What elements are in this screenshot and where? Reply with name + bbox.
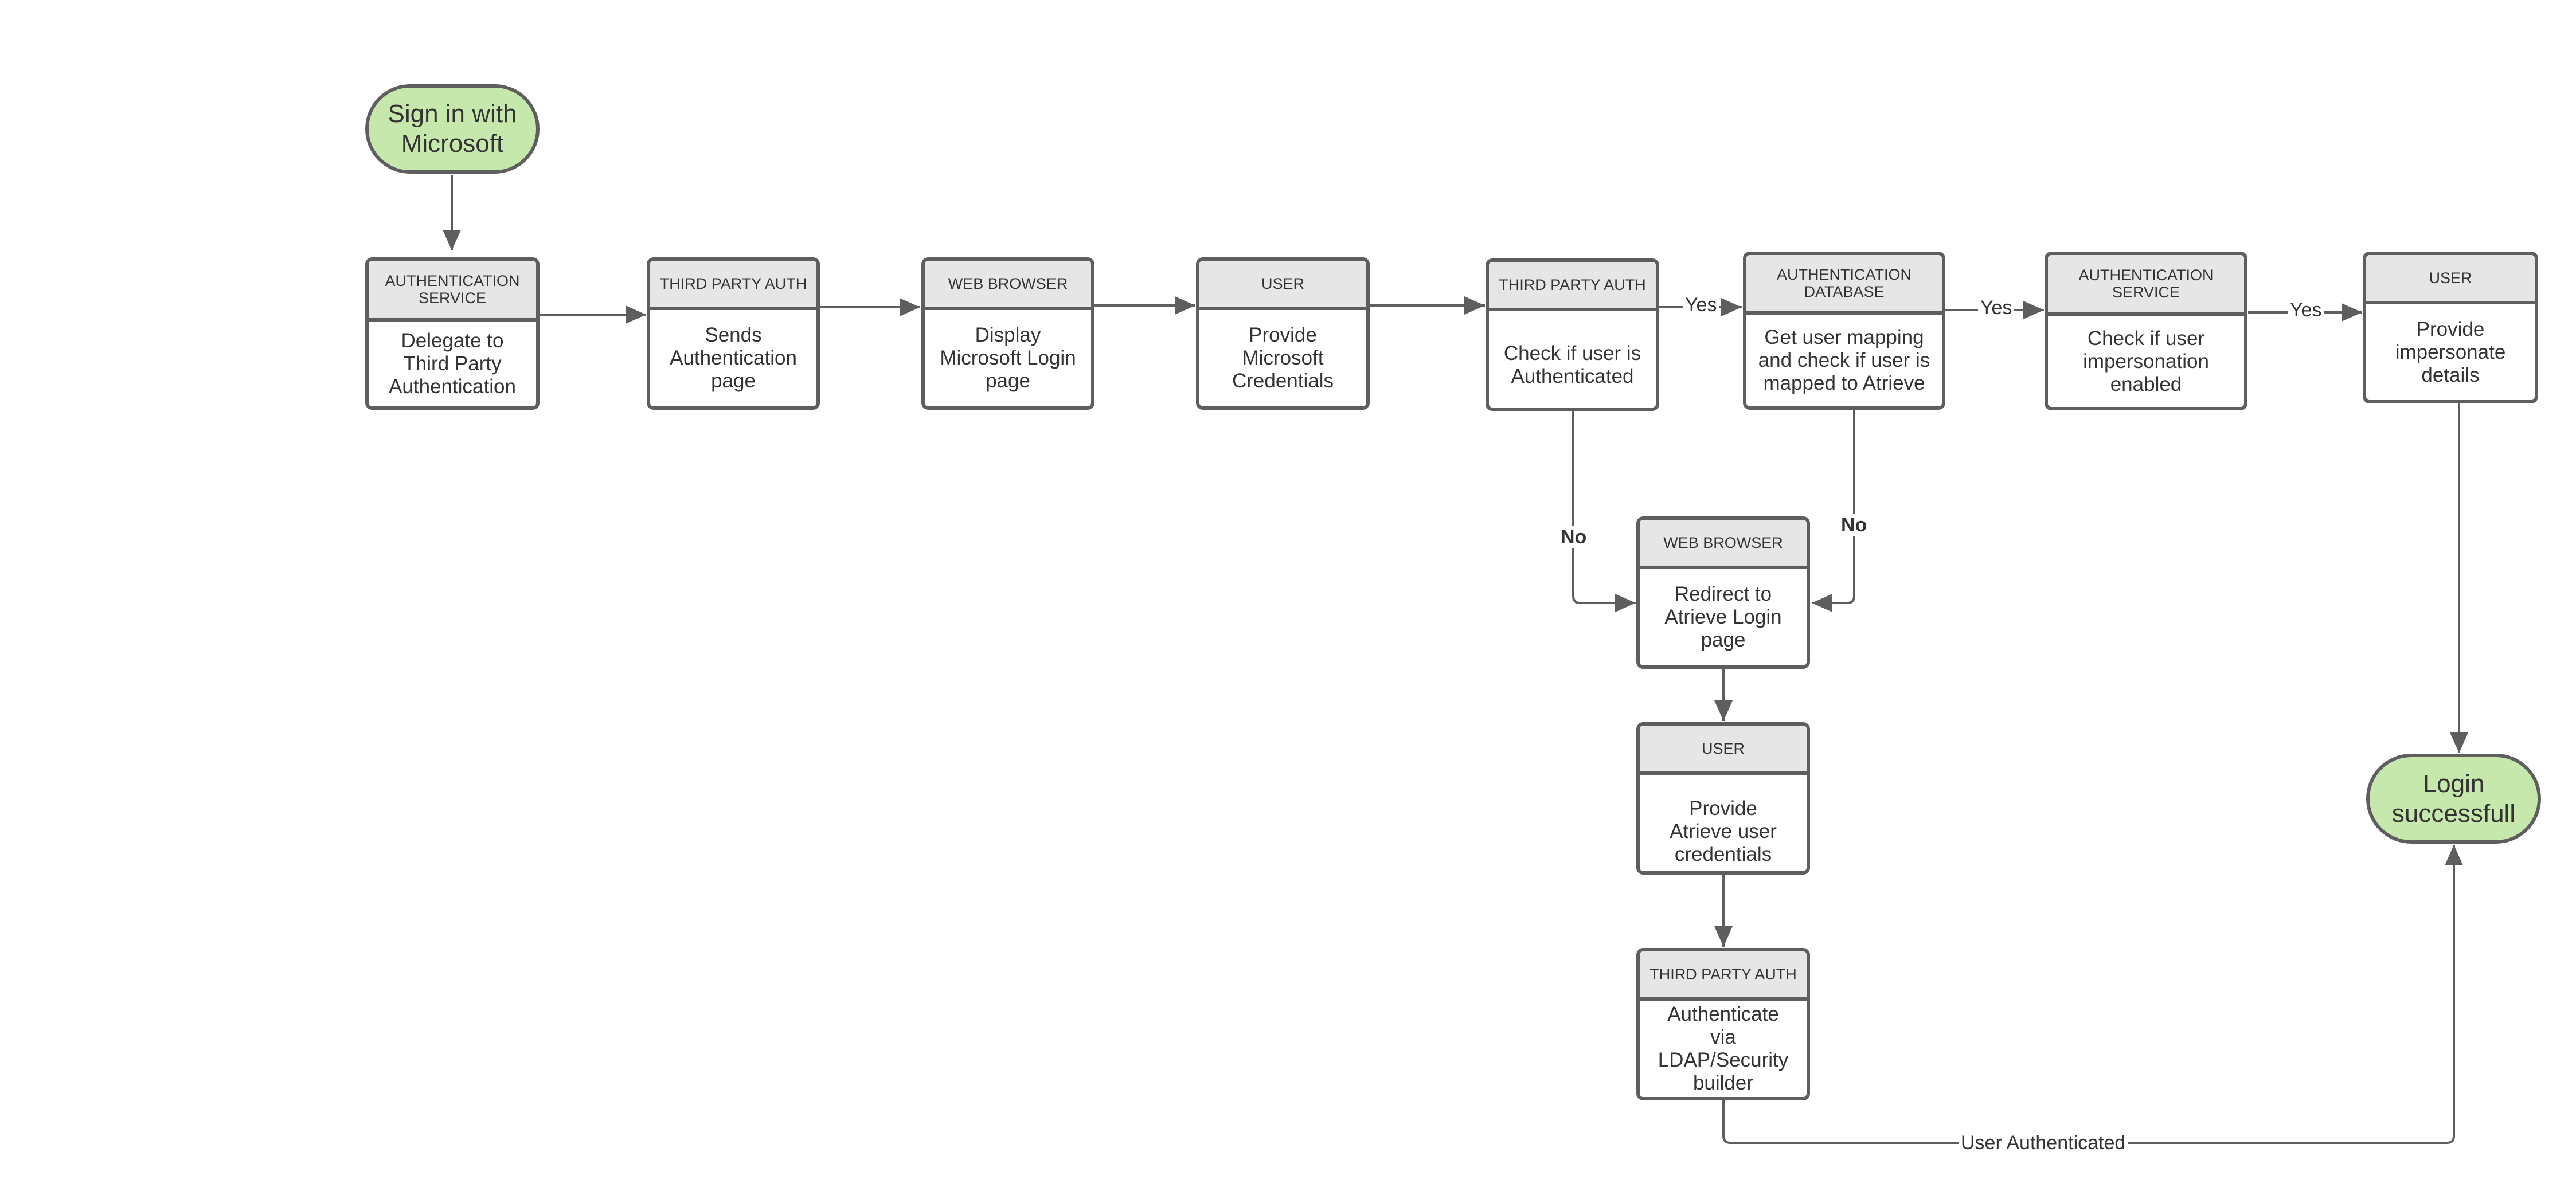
edge-label-user-authenticated: User Authenticated bbox=[1959, 1132, 2128, 1154]
node-redirect-atrieve-lane: WEB BROWSER bbox=[1640, 520, 1807, 569]
node-display-login-text: Display Microsoft Login page bbox=[940, 324, 1076, 392]
node-display-login: WEB BROWSER Display Microsoft Login page bbox=[921, 257, 1094, 410]
node-provide-atrieve-creds-lane: USER bbox=[1640, 726, 1807, 775]
node-provide-ms-creds-text: Provide Microsoft Credentials bbox=[1232, 324, 1334, 392]
node-redirect-atrieve: WEB BROWSER Redirect to Atrieve Login pa… bbox=[1636, 516, 1810, 669]
node-delegate: AUTHENTICATION SERVICE Delegate to Third… bbox=[365, 257, 540, 410]
node-provide-ms-creds: USER Provide Microsoft Credentials bbox=[1196, 257, 1370, 410]
node-check-authenticated: THIRD PARTY AUTH Check if user is Authen… bbox=[1486, 258, 1659, 411]
node-provide-impersonate: USER Provide impersonate details bbox=[2363, 252, 2538, 403]
edge-label-no-2: No bbox=[1839, 514, 1870, 536]
node-authenticate-ldap: THIRD PARTY AUTH Authenticate via LDAP/S… bbox=[1636, 948, 1810, 1100]
edge-label-yes-3: Yes bbox=[2288, 299, 2324, 321]
start-node-text: Sign in with Microsoft bbox=[388, 100, 517, 158]
node-get-user-mapping-lane: AUTHENTICATION DATABASE bbox=[1746, 255, 1942, 315]
node-authenticate-ldap-lane: THIRD PARTY AUTH bbox=[1640, 951, 1807, 1001]
edge-authenticate-ldap-to-login-success bbox=[1722, 845, 2463, 1144]
node-delegate-lane: AUTHENTICATION SERVICE bbox=[369, 261, 536, 322]
edge-label-no-1: No bbox=[1558, 526, 1589, 548]
edge-get-user-mapping-to-redirect-atrieve bbox=[1812, 410, 1855, 612]
node-display-login-lane: WEB BROWSER bbox=[925, 261, 1091, 310]
login-success-node-text: Login successfull bbox=[2391, 769, 2516, 828]
node-provide-ms-creds-lane: USER bbox=[1199, 261, 1366, 310]
node-check-authenticated-lane: THIRD PARTY AUTH bbox=[1489, 262, 1656, 311]
node-provide-atrieve-creds-text: Provide Atrieve user credentials bbox=[1670, 797, 1777, 865]
edge-check-authenticated-to-redirect-atrieve bbox=[1572, 411, 1636, 612]
node-check-impersonation: AUTHENTICATION SERVICE Check if user imp… bbox=[2045, 252, 2247, 410]
edge-label-yes-1: Yes bbox=[1683, 294, 1719, 316]
node-sends-auth-page: THIRD PARTY AUTH Sends Authentication pa… bbox=[647, 257, 820, 410]
node-get-user-mapping-text: Get user mapping and check if user is ma… bbox=[1758, 326, 1930, 394]
node-check-impersonation-lane: AUTHENTICATION SERVICE bbox=[2048, 255, 2244, 316]
node-authenticate-ldap-text: Authenticate via LDAP/Security builder bbox=[1658, 1003, 1789, 1094]
node-check-authenticated-text: Check if user is Authenticated bbox=[1503, 342, 1641, 387]
node-get-user-mapping: AUTHENTICATION DATABASE Get user mapping… bbox=[1743, 252, 1945, 410]
start-node: Sign in with Microsoft bbox=[365, 84, 540, 174]
node-delegate-text: Delegate to Third Party Authentication bbox=[389, 330, 516, 398]
edge-label-yes-2: Yes bbox=[1978, 297, 2015, 319]
node-sends-auth-page-lane: THIRD PARTY AUTH bbox=[650, 261, 816, 310]
login-success-node: Login successfull bbox=[2366, 754, 2541, 844]
node-provide-impersonate-text: Provide impersonate details bbox=[2395, 318, 2506, 386]
node-check-impersonation-text: Check if user impersonation enabled bbox=[2083, 327, 2209, 395]
node-sends-auth-page-text: Sends Authentication page bbox=[670, 324, 797, 392]
node-redirect-atrieve-text: Redirect to Atrieve Login page bbox=[1664, 583, 1782, 651]
node-provide-impersonate-lane: USER bbox=[2366, 255, 2535, 304]
node-provide-atrieve-creds: USER Provide Atrieve user credentials bbox=[1636, 722, 1810, 875]
